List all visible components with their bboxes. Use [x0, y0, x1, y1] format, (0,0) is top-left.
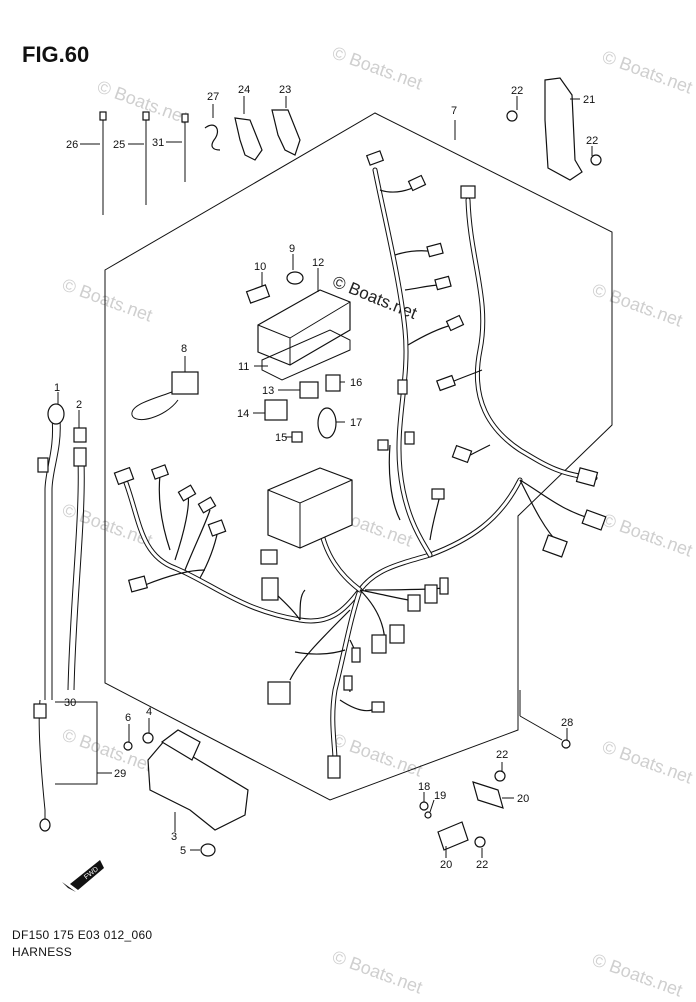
callout-19: 19 [434, 790, 446, 802]
battery-cables [33, 403, 87, 832]
callout-29: 29 [114, 768, 126, 780]
callout-15: 15 [275, 432, 287, 444]
plate-20 [472, 781, 504, 809]
fwd-arrow: FWD [62, 860, 104, 892]
callout-3: 3 [171, 831, 177, 843]
bolt-22 [506, 110, 518, 122]
relay-13 [299, 381, 319, 399]
clip-10 [245, 284, 271, 304]
callout-21: 21 [583, 94, 595, 106]
footer-code: DF150 175 E03 012_060 [12, 928, 153, 942]
fuse-15 [291, 431, 303, 443]
figure-title: FIG.60 [22, 42, 90, 67]
wire-harness [122, 167, 598, 763]
callout-20: 20 [517, 793, 529, 805]
callout-24: 24 [238, 84, 250, 96]
harness-assembly-frame [104, 112, 613, 801]
bolt-22 [590, 154, 602, 166]
bolt-22 [474, 836, 486, 848]
callout-22c: 22 [496, 749, 508, 761]
callout-1: 1 [54, 382, 60, 394]
bracket-3-top [160, 729, 201, 761]
callout-11: 11 [238, 361, 249, 373]
fuse-puller-17 [317, 407, 337, 439]
grommet-5 [200, 843, 216, 857]
callout-22d: 22 [476, 859, 488, 871]
screw-28 [561, 739, 571, 749]
callout-10: 10 [254, 261, 266, 273]
washer-4 [142, 732, 154, 744]
relay-8 [131, 371, 199, 420]
callout-31: 31 [152, 137, 164, 149]
callout-26: 26 [66, 139, 78, 151]
callout-27: 27 [207, 91, 219, 103]
bracket-21 [544, 77, 583, 181]
cable-tie-26 [99, 111, 107, 215]
harness-connectors [113, 150, 607, 779]
callout-7: 7 [451, 105, 457, 117]
callout-8: 8 [181, 343, 187, 355]
callout-18: 18 [418, 781, 430, 793]
callout-13: 13 [262, 385, 274, 397]
callout-16: 16 [350, 377, 362, 389]
relay-14 [264, 399, 288, 421]
callout-6: 6 [125, 712, 131, 724]
callout-30: 30 [64, 697, 76, 709]
callout-25: 25 [113, 139, 125, 151]
grommet-9 [286, 271, 304, 285]
washer-18 [419, 801, 429, 811]
callout-4: 4 [146, 706, 152, 718]
screw-6 [123, 741, 133, 751]
cable-tie-31 [181, 113, 189, 182]
callout-labels: 1 2 3 4 5 6 7 8 9 10 11 12 13 14 15 16 1… [54, 84, 598, 871]
footer-name: HARNESS [12, 945, 73, 959]
callout-22: 22 [511, 85, 523, 97]
bracket-3 [147, 739, 249, 831]
fuse-box-12 [257, 289, 351, 366]
clamp-27 [204, 124, 221, 151]
cable-tie-25 [142, 111, 150, 205]
callout-2: 2 [76, 399, 82, 411]
callout-14: 14 [237, 408, 249, 420]
plate-20 [437, 821, 469, 851]
callout-12: 12 [312, 257, 324, 269]
callout-5: 5 [180, 845, 186, 857]
clamp-23 [271, 109, 301, 156]
clamp-24 [234, 117, 263, 161]
washer-19 [424, 811, 432, 819]
leader-lines [55, 96, 593, 858]
callout-20b: 20 [440, 859, 452, 871]
callout-22b: 22 [586, 135, 598, 147]
gasket-11 [261, 329, 351, 381]
junction-box [267, 467, 353, 549]
callout-17: 17 [350, 417, 362, 429]
callout-23: 23 [279, 84, 291, 96]
callout-9: 9 [289, 243, 295, 255]
fuse-16 [325, 374, 341, 392]
callout-28: 28 [561, 717, 573, 729]
bolt-22 [494, 770, 506, 782]
